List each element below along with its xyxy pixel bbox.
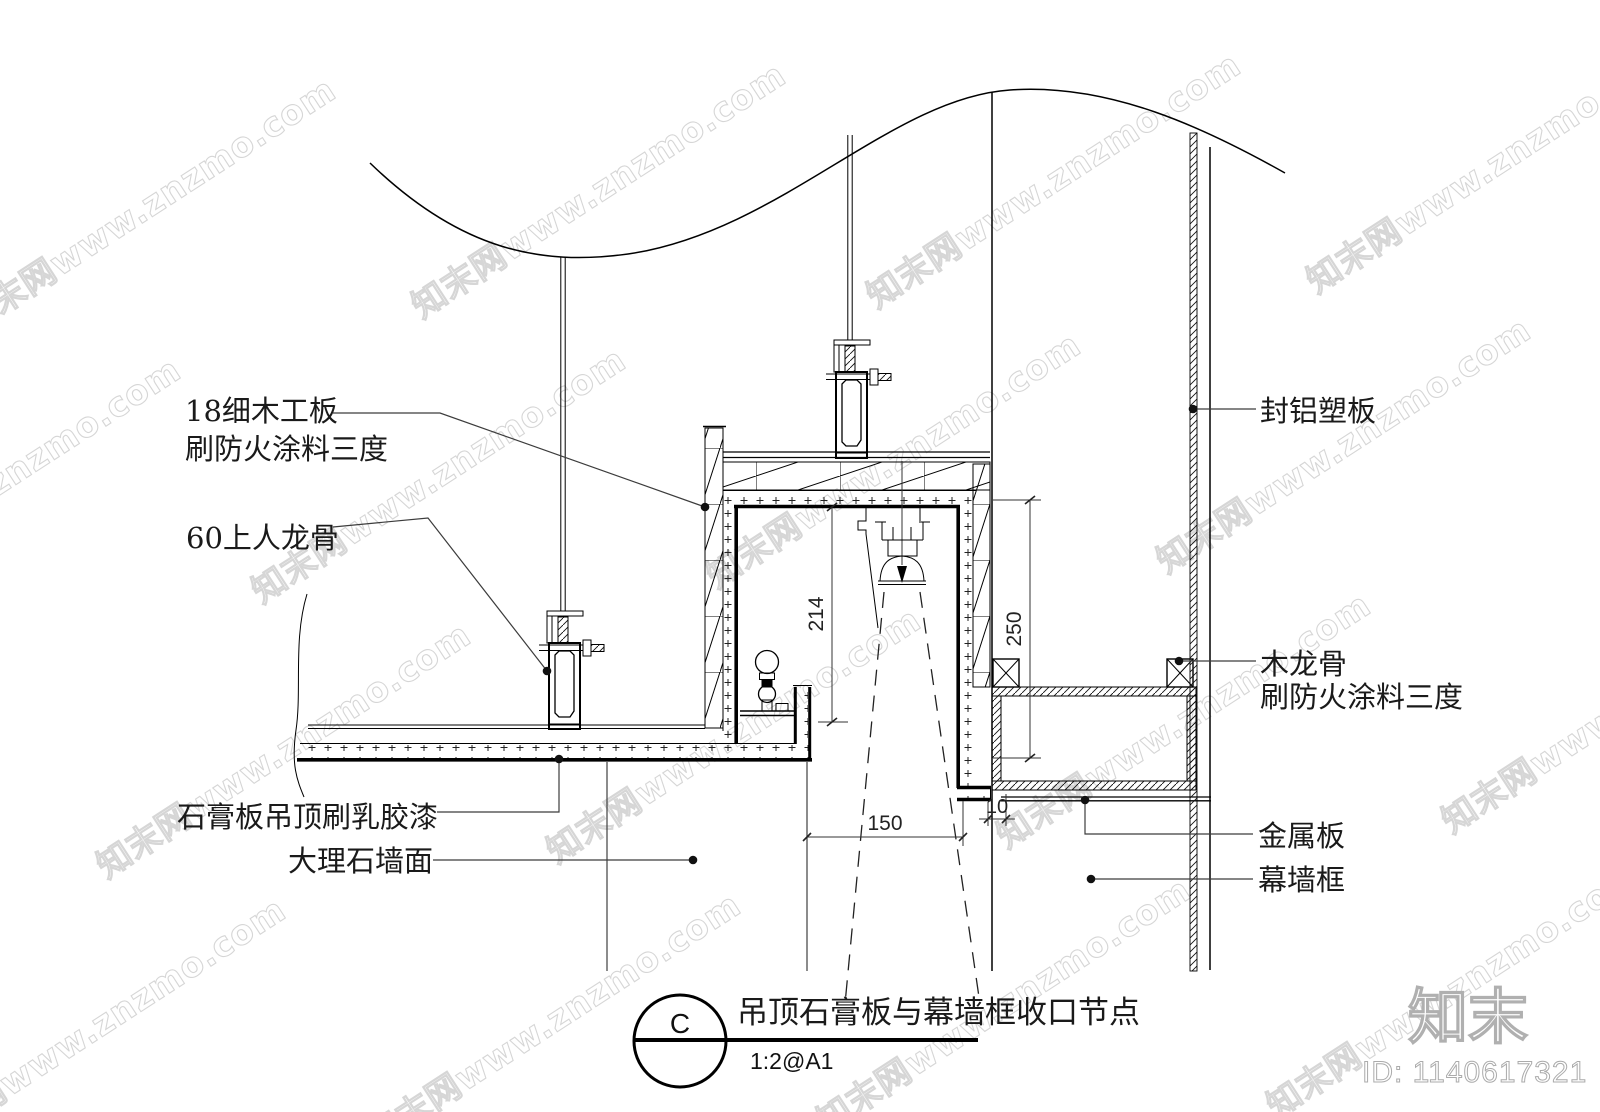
watermark-text: 知末网www.znzmo.com [245, 340, 634, 612]
watermark-text: 知末网www.znzmo.com [0, 890, 293, 1112]
gypsum-upstand-step [793, 685, 812, 760]
plywood-hatch-band [722, 461, 991, 491]
znzmo-logo: 知末 [1408, 983, 1528, 1053]
watermark-text: 知末网www.znzmo.com [360, 885, 749, 1112]
label-wood-keel-line1: 木龙骨 [1260, 647, 1347, 681]
light-beam-left [844, 591, 885, 1005]
dim-250: 250 [993, 495, 1041, 763]
label-curtain-frame: 幕墙框 [1258, 863, 1345, 897]
drawing-id: ID: 1140617321 [1362, 1056, 1587, 1089]
label-gypsum-ceiling: 石膏板吊顶刷乳胶漆 [177, 800, 438, 834]
metal-plate-line [1001, 796, 1211, 802]
watermark-text: 知末网www.znzmo.com [1150, 310, 1539, 582]
watermark-text: 知末网www.znzmo.com [0, 70, 343, 342]
cove-right-wall [956, 463, 991, 802]
dim-214: 214 [805, 502, 848, 727]
left-ceiling-gypsum-band [297, 724, 812, 762]
dim-10-text: 10 [986, 796, 1008, 818]
hanger-rod-left [560, 257, 566, 611]
dim-214-text: 214 [805, 596, 828, 631]
label-marble-wall: 大理石墙面 [288, 844, 433, 878]
detail-scale: 1:2@A1 [750, 1048, 833, 1074]
detail-mark-letter: C [670, 1008, 690, 1039]
cove-left-wall [703, 425, 739, 744]
label-keel: 60上人龙骨 [186, 521, 339, 555]
dim-150: 150 [802, 801, 968, 846]
watermark-text: 知末网www.znzmo.com [990, 585, 1379, 857]
left-break-line [293, 593, 308, 798]
sprinkler-fixture [740, 649, 794, 717]
aluminum-plastic-panel-strip [1189, 132, 1198, 972]
label-plywood-line1: 18细木工板 [185, 394, 338, 428]
detail-title-block: C 吊顶石膏板与幕墙框收口节点 1:2@A1 [632, 993, 1140, 1089]
watermark-text: 知末网www.znzmo.com [405, 55, 794, 327]
label-wood-keel-line2: 刷防火涂料三度 [1260, 680, 1463, 714]
dim-250-text: 250 [1003, 611, 1026, 646]
label-metal-plate: 金属板 [1258, 819, 1345, 853]
top-break-line [369, 88, 1286, 259]
wood-keel-block-left [992, 658, 1020, 688]
leader-lines [332, 404, 1256, 884]
label-aluminum-panel: 封铝塑板 [1260, 394, 1376, 428]
watermark-text: 知末网www.znzmo.com [1300, 30, 1600, 302]
spotlight-fixture [844, 461, 981, 1005]
detail-title: 吊顶石膏板与幕墙框收口节点 [737, 995, 1140, 1031]
watermark-text: 知末网www.znzmo.com [0, 350, 188, 622]
hanger-rod-right [847, 135, 853, 340]
dim-150-text: 150 [867, 812, 902, 835]
dim-10: 10 [979, 794, 1015, 826]
watermark-text: 知末网www.znzmo.com [810, 870, 1199, 1112]
label-plywood-line2: 刷防火涂料三度 [185, 432, 388, 466]
light-beam-right [919, 591, 981, 1005]
keel-hanger-right [825, 339, 892, 459]
